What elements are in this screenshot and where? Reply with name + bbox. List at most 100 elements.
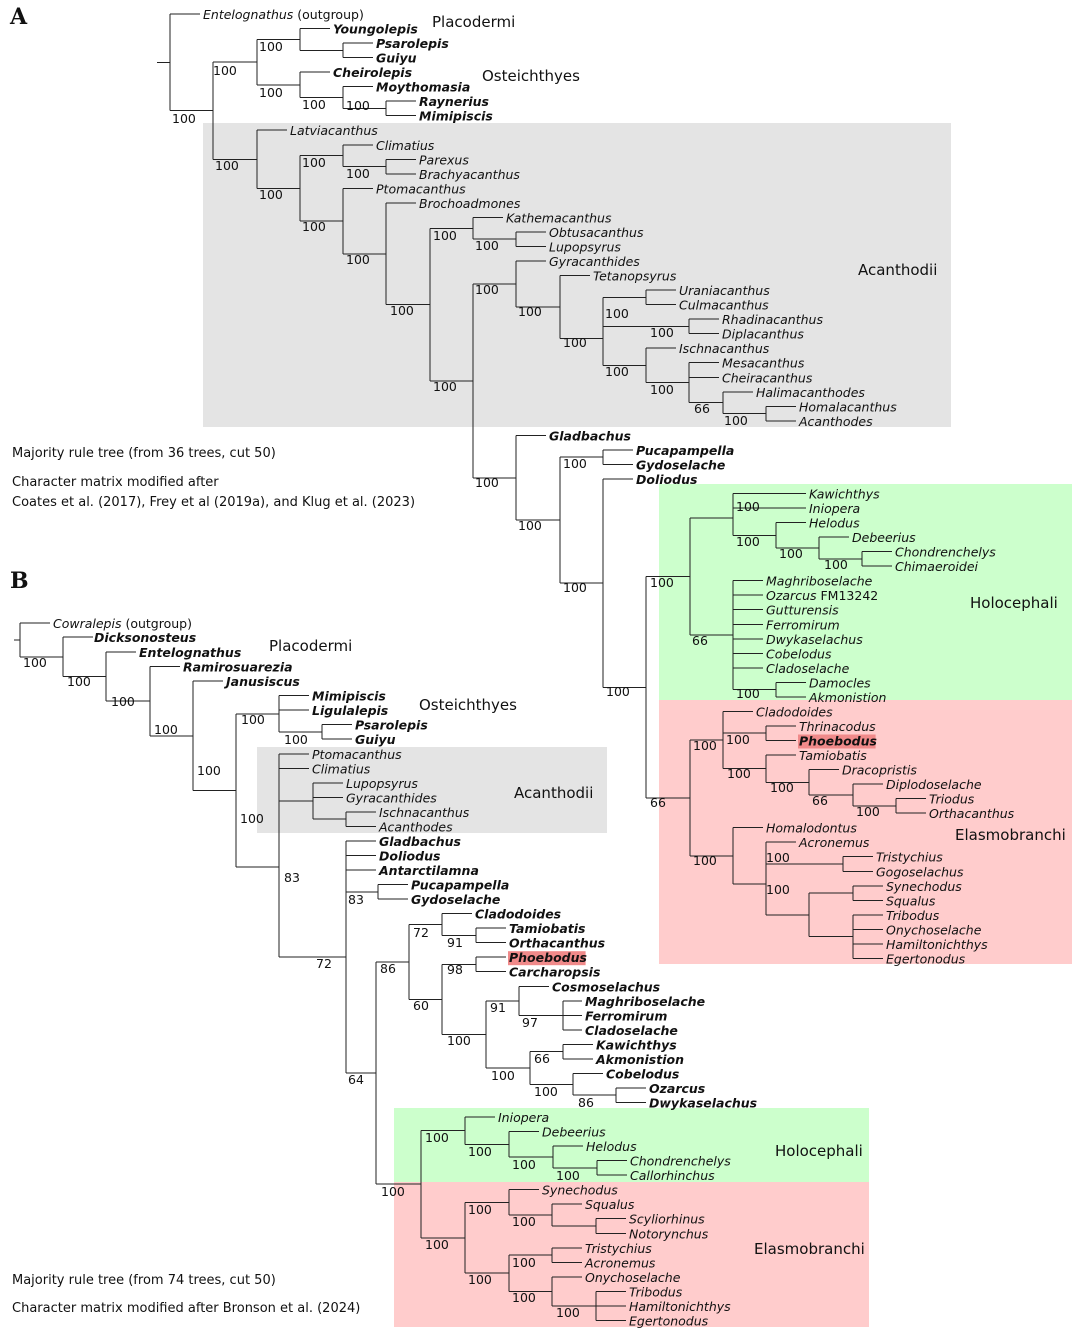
taxon-label: Cladodoides	[475, 907, 561, 922]
taxon-label: Orthacanthus	[509, 936, 605, 951]
taxon-label: Acanthodes	[378, 819, 453, 834]
support-value: 72	[316, 956, 332, 971]
taxon-name: Antarctilamna	[378, 863, 479, 878]
support-value: 100	[605, 306, 629, 321]
taxon-name: Iniopera	[809, 501, 860, 516]
taxon-name: Youngolepis	[333, 22, 418, 37]
taxon-label: Gydoselache	[411, 892, 500, 907]
support-value: 100	[259, 39, 283, 54]
taxon-name: Diplodoselache	[886, 777, 982, 792]
taxon-label: Antarctilamna	[378, 863, 479, 878]
support-value: 100	[693, 853, 717, 868]
support-value: 100	[736, 686, 760, 701]
taxon-label: Ptomacanthus	[312, 747, 402, 762]
taxon-label: Maghriboselache	[766, 574, 873, 589]
taxon-label: Ligulalepis	[312, 703, 388, 718]
taxon-name: Debeerius	[852, 530, 916, 545]
clade-label: Acanthodii	[514, 784, 593, 802]
taxon-name: Gladbachus	[379, 834, 461, 849]
support-value: 100	[241, 712, 265, 727]
taxon-label: Gyracanthides	[549, 254, 640, 269]
support-value: 100	[475, 475, 499, 490]
support-value: 100	[475, 282, 499, 297]
taxon-suffix: (outgroup)	[293, 7, 364, 22]
taxon-name: Psarolepis	[376, 36, 449, 51]
support-value: 98	[447, 962, 463, 977]
taxon-label: Mimipiscis	[312, 689, 386, 704]
taxon-name: Rhadinacanthus	[722, 312, 823, 327]
support-value: 100	[726, 732, 750, 747]
taxon-label: Debeerius	[852, 530, 916, 545]
taxon-label: Onychoselache	[886, 922, 982, 937]
support-value: 100	[534, 1084, 558, 1099]
taxon-label: Raynerius	[419, 94, 489, 109]
taxon-name: Mesacanthus	[722, 356, 805, 371]
taxon-label: Youngolepis	[333, 22, 418, 37]
support-value: 64	[348, 1072, 364, 1087]
clade-label: Holocephali	[775, 1142, 863, 1160]
taxon-label: Cladoselache	[585, 1023, 678, 1038]
taxon-name: Ferromirum	[766, 617, 840, 632]
taxon-label: Climatius	[376, 138, 435, 153]
taxon-label: Cheiracanthus	[722, 370, 813, 385]
support-value: 100	[724, 413, 748, 428]
taxon-name: Guiyu	[355, 732, 396, 747]
taxon-name: Entelognathus	[203, 7, 294, 22]
taxon-name: Tristychius	[585, 1241, 652, 1256]
support-value: 100	[346, 166, 370, 181]
taxon-name: Callorhinchus	[630, 1168, 715, 1183]
taxon-label: Psarolepis	[376, 36, 449, 51]
taxon-label: Hamiltonichthys	[886, 937, 988, 952]
support-value: 72	[413, 925, 429, 940]
taxon-label: Tribodus	[886, 908, 940, 923]
support-value: 100	[111, 694, 135, 709]
taxon-name: Phoebodus	[799, 734, 877, 749]
taxon-name: Thrinacodus	[799, 719, 876, 734]
holocephali-box	[659, 484, 1072, 700]
taxon-label: Diplacanthus	[722, 327, 804, 342]
support-value: 100	[736, 534, 760, 549]
taxon-name: Tribodus	[886, 908, 940, 923]
taxon-name: Tribodus	[629, 1284, 683, 1299]
support-value: 100	[215, 158, 239, 173]
taxon-label: Diplodoselache	[886, 777, 982, 792]
taxon-label: Thrinacodus	[799, 719, 876, 734]
taxon-label: Synechodus	[542, 1183, 618, 1198]
taxon-name: Climatius	[376, 138, 435, 153]
taxon-name: Culmacanthus	[679, 298, 769, 313]
taxon-label: Doliodus	[636, 472, 697, 487]
support-value: 100	[172, 111, 196, 126]
taxon-label: Tamiobatis	[509, 921, 585, 936]
taxon-label: Egertonodus	[886, 951, 966, 966]
taxon-name: Dwykaselachus	[649, 1095, 757, 1110]
taxon-name: Brochoadmones	[419, 196, 521, 211]
taxon-name: Kawichthys	[596, 1037, 677, 1052]
support-value: 66	[812, 793, 828, 808]
taxon-label: Tristychius	[585, 1241, 652, 1256]
taxon-label: Kawichthys	[596, 1037, 677, 1052]
support-value: 100	[425, 1130, 449, 1145]
taxon-name: Cheiracanthus	[722, 370, 813, 385]
taxon-label: Pucapampella	[636, 443, 734, 458]
support-value: 100	[518, 518, 542, 533]
taxon-label: Dwykaselachus	[766, 632, 863, 647]
taxon-label: Brochoadmones	[419, 196, 521, 211]
clade-label: Osteichthyes	[482, 67, 580, 85]
support-value: 100	[197, 763, 221, 778]
taxon-label: Mesacanthus	[722, 356, 805, 371]
taxon-name: Gydoselache	[636, 457, 725, 472]
taxon-name: Acronemus	[584, 1255, 656, 1270]
taxon-label: Acronemus	[584, 1255, 656, 1270]
taxon-name: Ferromirum	[585, 1008, 667, 1023]
taxon-name: Egertonodus	[629, 1313, 709, 1328]
support-value: 100	[512, 1157, 536, 1172]
taxon-label: Helodus	[809, 516, 860, 531]
taxon-label: Chondrenchelys	[895, 545, 996, 560]
taxon-label: Gutturensis	[766, 603, 839, 618]
taxon-name: Lupopsyrus	[549, 239, 621, 254]
taxon-label: Gladbachus	[549, 428, 631, 443]
taxon-name: Hamiltonichthys	[886, 937, 988, 952]
taxon-name: Gydoselache	[411, 892, 500, 907]
taxon-name: Orthacanthus	[509, 936, 605, 951]
taxon-name: Tetanopsyrus	[593, 269, 677, 284]
